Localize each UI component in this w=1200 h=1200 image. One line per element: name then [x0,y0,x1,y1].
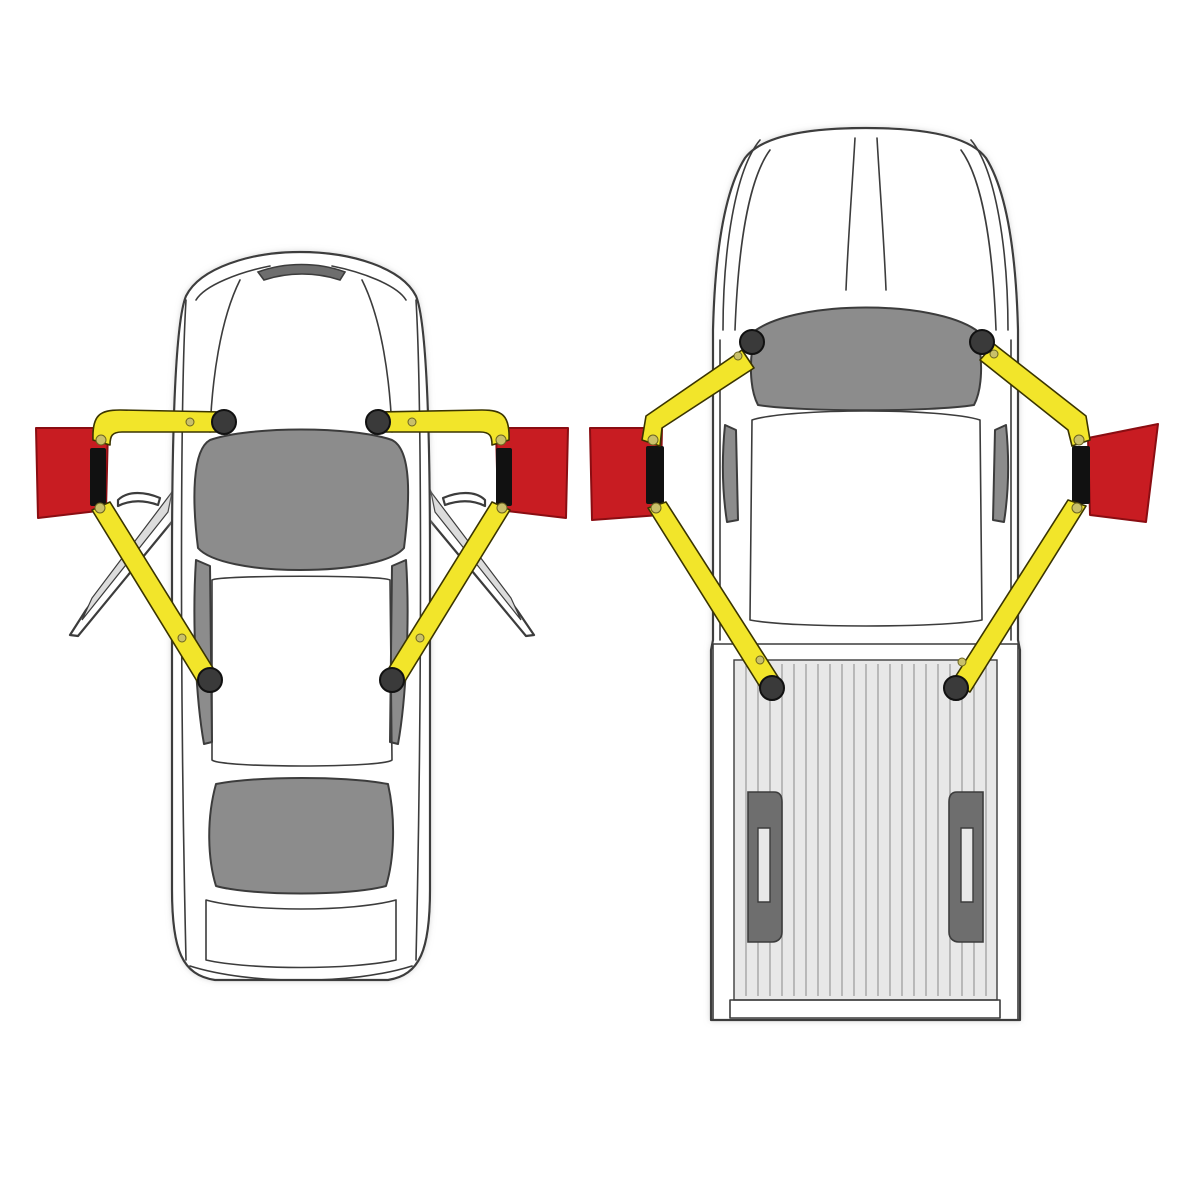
sedan-arm-pivot [94,502,106,514]
sedan-rear-right-pad[interactable] [379,667,405,693]
sedan-front-left-pad[interactable] [211,409,237,435]
pickup-right-carriage [1072,446,1090,504]
sedan [68,250,536,982]
pickup-fender-right [970,139,1009,331]
sedan-right-carriage [496,448,512,506]
sedan-rear-left-pad[interactable] [197,667,223,693]
pickup-arm-pivot [1073,434,1085,446]
pickup-hood-line-right [960,149,997,331]
pickup-front-left-pad[interactable] [739,329,765,355]
pickup-tailgate [729,999,1001,1019]
pickup-arm-joint [989,349,999,359]
pickup-left-carriage [646,446,664,504]
sedan-lift [35,409,569,693]
pickup-right-lift-post [1087,423,1159,523]
sedan-trunk [205,899,397,969]
pickup-arm-pivot [1071,502,1083,514]
sedan-right-mirror [441,491,487,508]
pickup-left-well-inner [757,827,771,903]
pickup-front-left-arm[interactable] [641,349,755,447]
pickup-hood-line-left [734,149,771,331]
sedan-windshield [193,428,410,571]
pickup-lift [589,329,1159,701]
sedan-arm-pivot [496,502,508,514]
sedan-side-line-right [415,299,422,961]
sedan-hood-line-right [331,265,407,301]
sedan-arm-joint [185,417,195,427]
sedan-side-line-left [180,299,187,961]
sedan-arm-joint [407,417,417,427]
pickup-right-well-inner [960,827,974,903]
pickup-arm-pivot [650,502,662,514]
sedan-roof [211,575,393,767]
sedan-rear-bumper [189,965,413,982]
pickup-windshield [749,306,983,412]
pickup-fender-left [722,139,761,331]
pickup-bed-rail [712,643,1019,1021]
sedan-arm-pivot [95,434,107,446]
sedan-rear-window [208,777,395,895]
pickup-left-side-window [721,424,739,523]
pickup-arm-joint [957,657,967,667]
pickup-rear-right-pad[interactable] [943,675,969,701]
sedan-left-mirror [116,491,162,508]
sedan-arm-pivot [495,434,507,446]
pickup-hood-center-left [845,137,856,291]
pickup-front-right-pad[interactable] [969,329,995,355]
pickup-arm-joint [733,351,743,361]
pickup-front-right-arm[interactable] [979,343,1091,447]
pickup-arm-joint [755,655,765,665]
pickup-hood-center-right [876,137,887,291]
sedan-front-bumper-shade [256,263,347,281]
sedan-arm-joint [177,633,187,643]
sedan-left-carriage [90,448,106,506]
pickup-cab-roof [749,410,983,627]
sedan-front-right-pad[interactable] [365,409,391,435]
sedan-hood-line-left [195,265,271,301]
sedan-arm-joint [415,633,425,643]
pickup-truck [709,126,1022,1022]
pickup-right-side-window [992,424,1010,523]
pickup-rear-left-pad[interactable] [759,675,785,701]
pickup-arm-pivot [647,434,659,446]
